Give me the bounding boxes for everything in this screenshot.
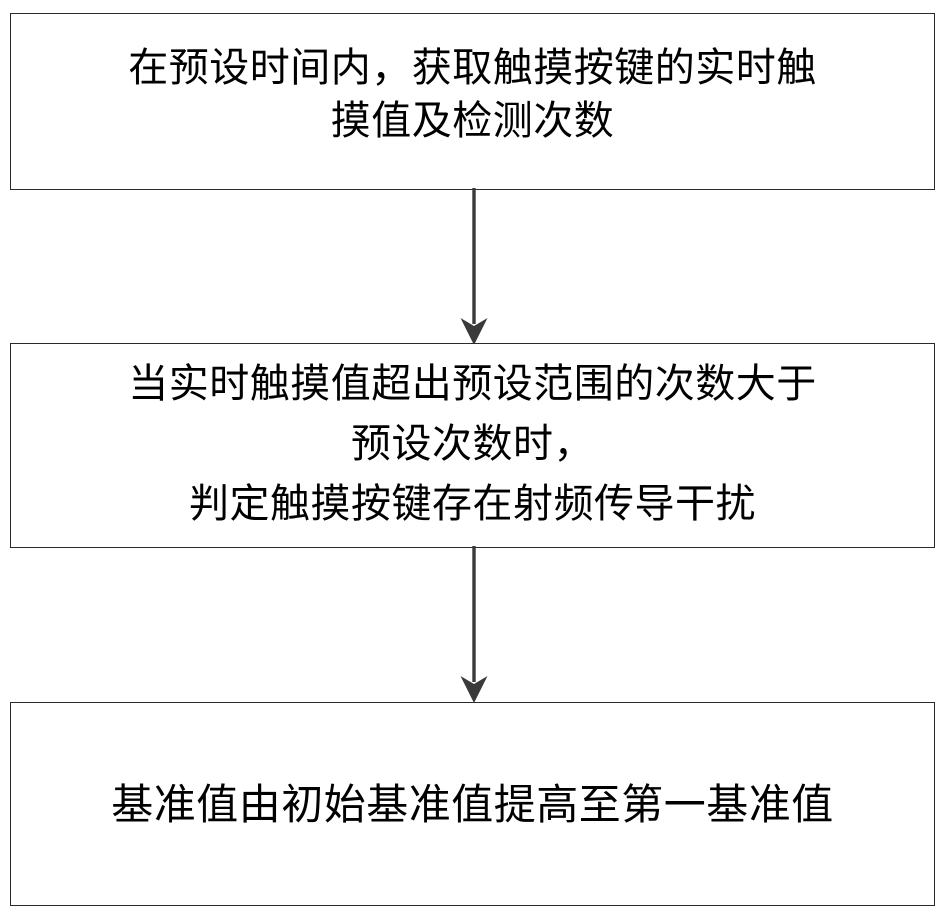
flowchart-node-step-3: 基准值由初始基准值提高至第一基准值 bbox=[10, 702, 935, 906]
flowchart-node-step-2-label: 当实时触摸值超出预设范围的次数大于 预设次数时， 判定触摸按键存在射频传导干扰 bbox=[128, 360, 817, 527]
down-arrow-icon bbox=[460, 546, 488, 703]
flowchart-node-step-3-label: 基准值由初始基准值提高至第一基准值 bbox=[111, 780, 834, 829]
flowchart-node-step-1-label: 在预设时间内，获取触摸按键的实时触 摸值及检测次数 bbox=[128, 44, 817, 144]
down-arrow-icon bbox=[460, 188, 488, 345]
flowchart-arrow-step2-to-step3 bbox=[455, 546, 493, 704]
flowchart-node-step-2: 当实时触摸值超出预设范围的次数大于 预设次数时， 判定触摸按键存在射频传导干扰 bbox=[10, 343, 935, 548]
flowchart-node-step-1: 在预设时间内，获取触摸按键的实时触 摸值及检测次数 bbox=[10, 13, 935, 190]
flowchart-arrow-step1-to-step2 bbox=[455, 188, 493, 346]
